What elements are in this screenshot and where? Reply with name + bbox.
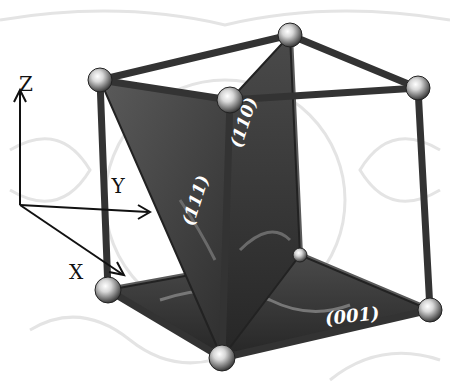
- axis-label: Z: [19, 74, 33, 94]
- lattice-atoms: [88, 23, 442, 371]
- plane-110: [222, 35, 300, 358]
- axis-label: Y: [111, 176, 124, 196]
- watermark-ornament: [0, 11, 450, 380]
- coordinate-axes: [14, 90, 150, 275]
- front-rods: [100, 35, 430, 358]
- axis-label: X: [69, 262, 83, 282]
- plane-111: [100, 80, 230, 358]
